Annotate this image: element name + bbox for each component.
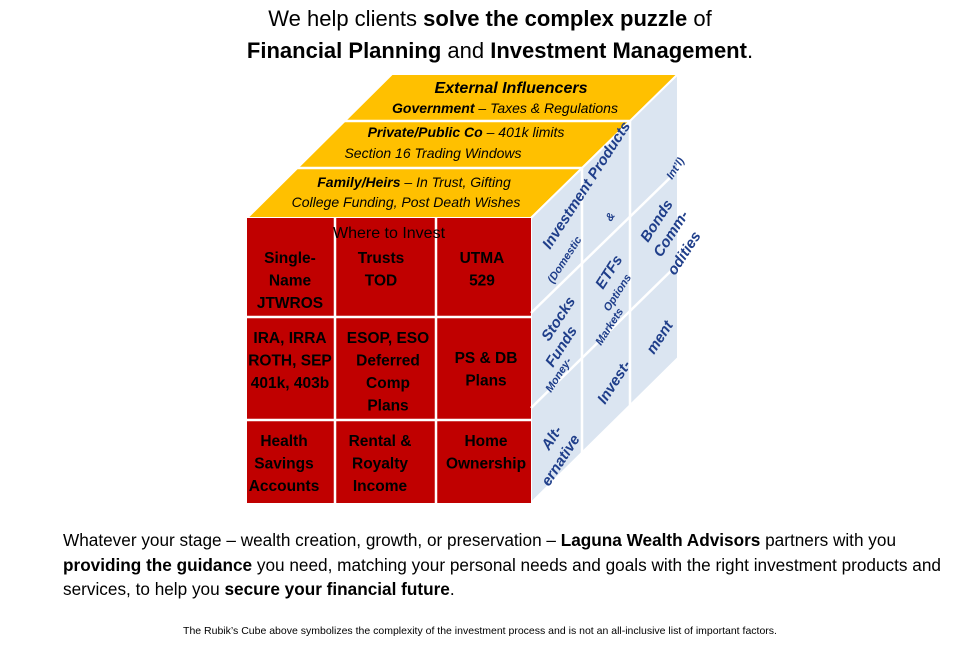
headline-text: . (746, 38, 754, 63)
top-row-detail: – In Trust, Gifting (401, 174, 511, 190)
headline-bold: Investment Management (490, 38, 747, 63)
front-cell-line: Plans (465, 373, 506, 390)
front-cell-line: ROTH, SEP (248, 353, 332, 370)
top-row-label: Family/Heirs (317, 174, 400, 190)
front-title: Where to Invest (333, 225, 446, 242)
top-row-detail: – 401k limits (483, 124, 565, 140)
front-cell: IRA, IRRA ROTH, SEP 401k, 403b (248, 330, 332, 392)
front-cell-line: Income (353, 478, 408, 495)
front-cell-line: Ownership (446, 456, 526, 473)
cube-front-face (247, 218, 531, 503)
front-cell-line: Savings (254, 456, 313, 473)
paragraph-text: Whatever your stage – wealth creation, g… (63, 530, 561, 550)
front-cell-line: Name (269, 273, 312, 290)
front-cell-line: 401k, 403b (251, 375, 329, 392)
front-cell-line: 529 (469, 273, 495, 290)
paragraph-text: partners with you (760, 530, 896, 550)
front-cell-line: Single- (264, 250, 316, 267)
front-cell-line: IRA, IRRA (253, 330, 326, 347)
headline-line-1: We help clients solve the complex puzzle… (10, 6, 960, 32)
front-cell-line: Health (260, 433, 307, 450)
front-cell-line: TOD (365, 273, 397, 290)
front-cell-line: ESOP, ESO (347, 330, 429, 347)
headline-bold: solve the complex puzzle (423, 6, 688, 31)
paragraph-bold: secure your financial future (224, 579, 450, 599)
headline-line-2: Financial Planning and Investment Manage… (20, 38, 960, 64)
front-cell-line: UTMA (460, 250, 505, 267)
front-cell: UTMA 529 (460, 250, 505, 290)
front-cell-line: Plans (367, 398, 408, 415)
front-cell-line: Deferred (356, 353, 420, 370)
rubiks-cube-diagram: External Influencers Government – Taxes … (247, 74, 705, 503)
top-row-label: Government (392, 100, 476, 116)
headline-text: and (441, 38, 491, 63)
top-row-label: Private/Public Co (368, 124, 484, 140)
paragraph-text: . (449, 579, 455, 599)
front-grid (247, 218, 531, 503)
front-cell-line: Rental & (349, 433, 412, 450)
paragraph-bold: providing the guidance (63, 554, 253, 575)
front-cell-line: Home (464, 433, 507, 450)
top-row-company: Private/Public Co – 401k limits (368, 124, 565, 140)
front-cell-line: JTWROS (257, 295, 323, 312)
headline-bold: Financial Planning (246, 38, 442, 63)
top-row-family-line2: College Funding, Post Death Wishes (292, 194, 521, 210)
top-row-government: Government – Taxes & Regulations (392, 100, 618, 116)
top-row-company-line2: Section 16 Trading Windows (344, 145, 521, 161)
footnote: The Rubik’s Cube above symbolizes the co… (183, 625, 777, 637)
front-cell-line: Accounts (249, 478, 320, 495)
top-row-detail: – Taxes & Regulations (475, 100, 618, 116)
front-cell-line: Royalty (352, 456, 408, 473)
front-cell-line: Comp (366, 375, 410, 392)
paragraph-text: you need, matching your personal needs a… (63, 554, 941, 600)
front-cell-line: PS & DB (455, 350, 518, 367)
front-cell-line: Trusts (358, 250, 405, 267)
headline-text: of (687, 6, 712, 31)
front-cell: PS & DB Plans (455, 350, 518, 390)
top-grid (296, 119, 630, 170)
description-paragraph: Whatever your stage – wealth creation, g… (63, 528, 943, 602)
top-title: External Influencers (435, 80, 588, 97)
top-row-family: Family/Heirs – In Trust, Gifting (317, 174, 511, 190)
side-grid (530, 121, 679, 455)
headline-text: We help clients (268, 6, 424, 31)
firm-name: Laguna Wealth Advisors (560, 530, 761, 550)
